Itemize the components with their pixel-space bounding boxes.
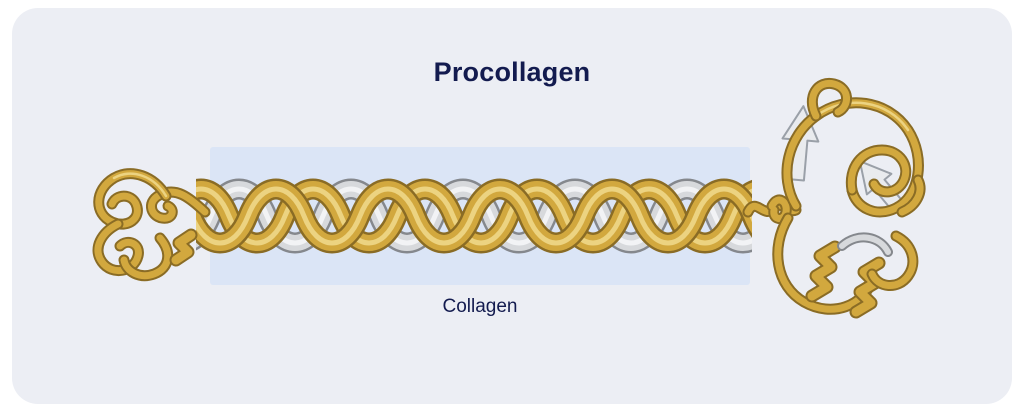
diagram-title: Procollagen	[433, 57, 591, 87]
c-propeptide-illustration	[742, 77, 926, 319]
collagen-region-label: Collagen	[442, 296, 518, 317]
n-propeptide-illustration	[92, 168, 211, 282]
